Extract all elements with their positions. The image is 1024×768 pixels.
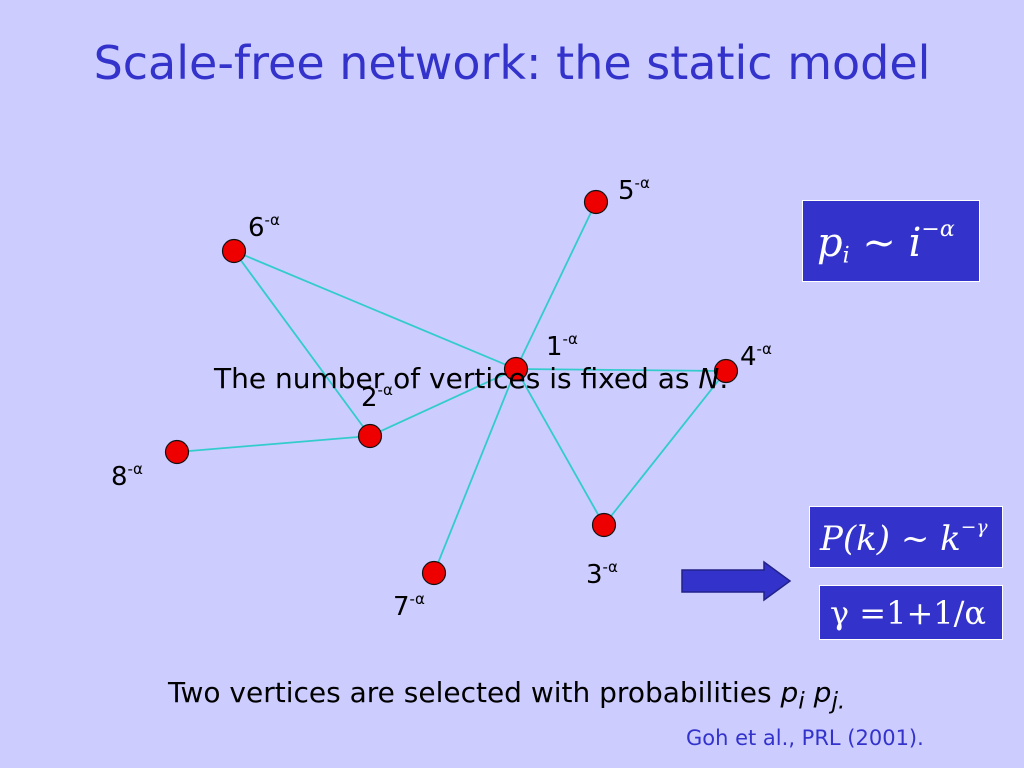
node-8 xyxy=(164,439,190,465)
node-4 xyxy=(713,358,739,384)
edge-6-1 xyxy=(233,250,517,370)
node-6 xyxy=(221,238,247,264)
edge-5-1 xyxy=(515,201,597,370)
edge-1-3 xyxy=(515,368,605,526)
node-label-5: 5-α xyxy=(618,174,650,206)
edge-1-4 xyxy=(515,368,727,372)
node-label-8: 8-α xyxy=(111,460,143,492)
node-7 xyxy=(421,560,447,586)
node-1 xyxy=(503,356,529,382)
node-label-6: 6-α xyxy=(248,211,280,243)
edge-1-2 xyxy=(369,368,517,437)
edges xyxy=(176,201,727,574)
node-3 xyxy=(591,512,617,538)
edge-2-8 xyxy=(176,435,371,453)
node-label-4: 4-α xyxy=(740,340,772,372)
node-label-7: 7-α xyxy=(393,590,425,622)
node-5 xyxy=(583,189,609,215)
node-label-2: 2-α xyxy=(361,381,393,413)
node-label-1: 1-α xyxy=(546,330,578,362)
vertices-fixed-text: The number of vertices is fixed as N. xyxy=(214,362,729,395)
formula-pk: P(k) ~ k−γ xyxy=(809,506,1003,568)
edge-6-2 xyxy=(233,250,371,437)
right-arrow xyxy=(681,560,792,602)
node-label-3: 3-α xyxy=(586,558,618,590)
edge-4-3 xyxy=(603,370,727,526)
edge-1-7 xyxy=(433,368,517,574)
nodes xyxy=(164,189,739,586)
citation: Goh et al., PRL (2001). xyxy=(686,726,924,750)
formula-pi: pi ~ i−α xyxy=(802,200,980,282)
selection-probability-text: Two vertices are selected with probabili… xyxy=(168,676,846,715)
node-2 xyxy=(357,423,383,449)
slide-title: Scale-free network: the static model xyxy=(93,36,931,90)
formula-gamma: γ =1+1/α xyxy=(819,585,1003,640)
